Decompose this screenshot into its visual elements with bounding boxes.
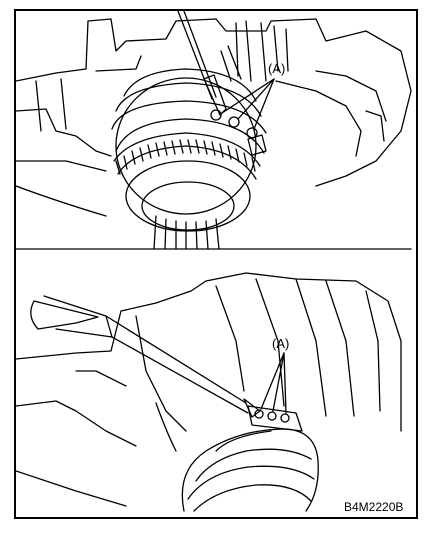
clamp-bottom bbox=[247, 405, 303, 432]
callout-a-top: (A) bbox=[268, 61, 285, 76]
screwdriver-top bbox=[177, 11, 227, 116]
top-panel: (A) bbox=[16, 11, 412, 250]
callout-leaders-bottom bbox=[260, 352, 287, 414]
bottom-panel: (A) bbox=[16, 272, 402, 512]
figure-frame: (A) bbox=[14, 9, 418, 519]
axle-hub bbox=[125, 160, 251, 250]
transmission-housing bbox=[16, 18, 412, 217]
boot-band bbox=[113, 132, 261, 180]
service-illustration: (A) bbox=[16, 11, 412, 514]
cv-joint-boot bbox=[111, 68, 267, 215]
differential-housing bbox=[16, 272, 402, 507]
bellows-boot bbox=[181, 428, 319, 512]
figure-code: B4M2220B bbox=[344, 500, 403, 514]
clamp-tabs bbox=[210, 109, 267, 156]
callout-a-bottom: (A) bbox=[272, 336, 289, 351]
callout-leaders-top bbox=[221, 78, 275, 130]
screwdriver-bottom bbox=[30, 295, 261, 418]
